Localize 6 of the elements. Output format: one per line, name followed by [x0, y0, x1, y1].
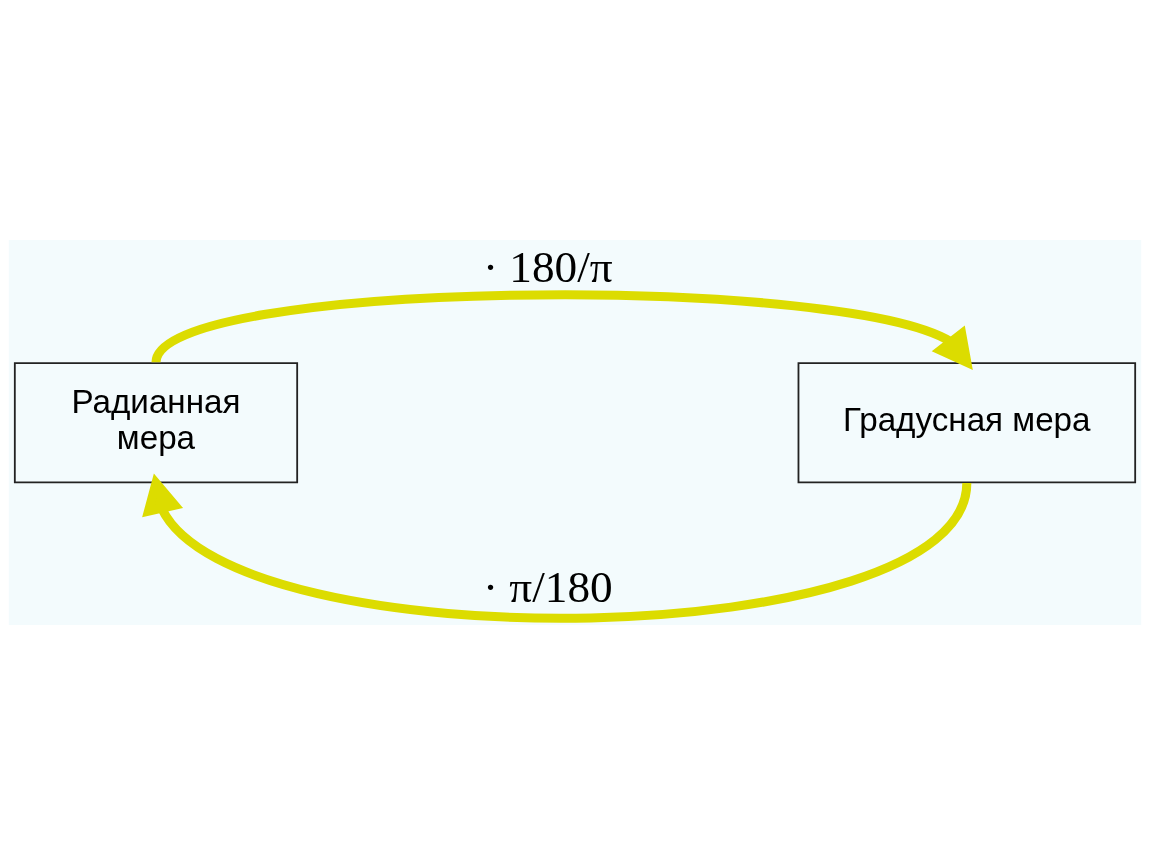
arrow	[142, 473, 972, 622]
edge-label: · 180/π	[482, 241, 613, 292]
edge-label: · π/180	[482, 561, 613, 612]
arrow	[152, 290, 973, 370]
node-box: Радианная мера	[13, 361, 299, 483]
node-box: Градусная мера	[797, 361, 1137, 483]
